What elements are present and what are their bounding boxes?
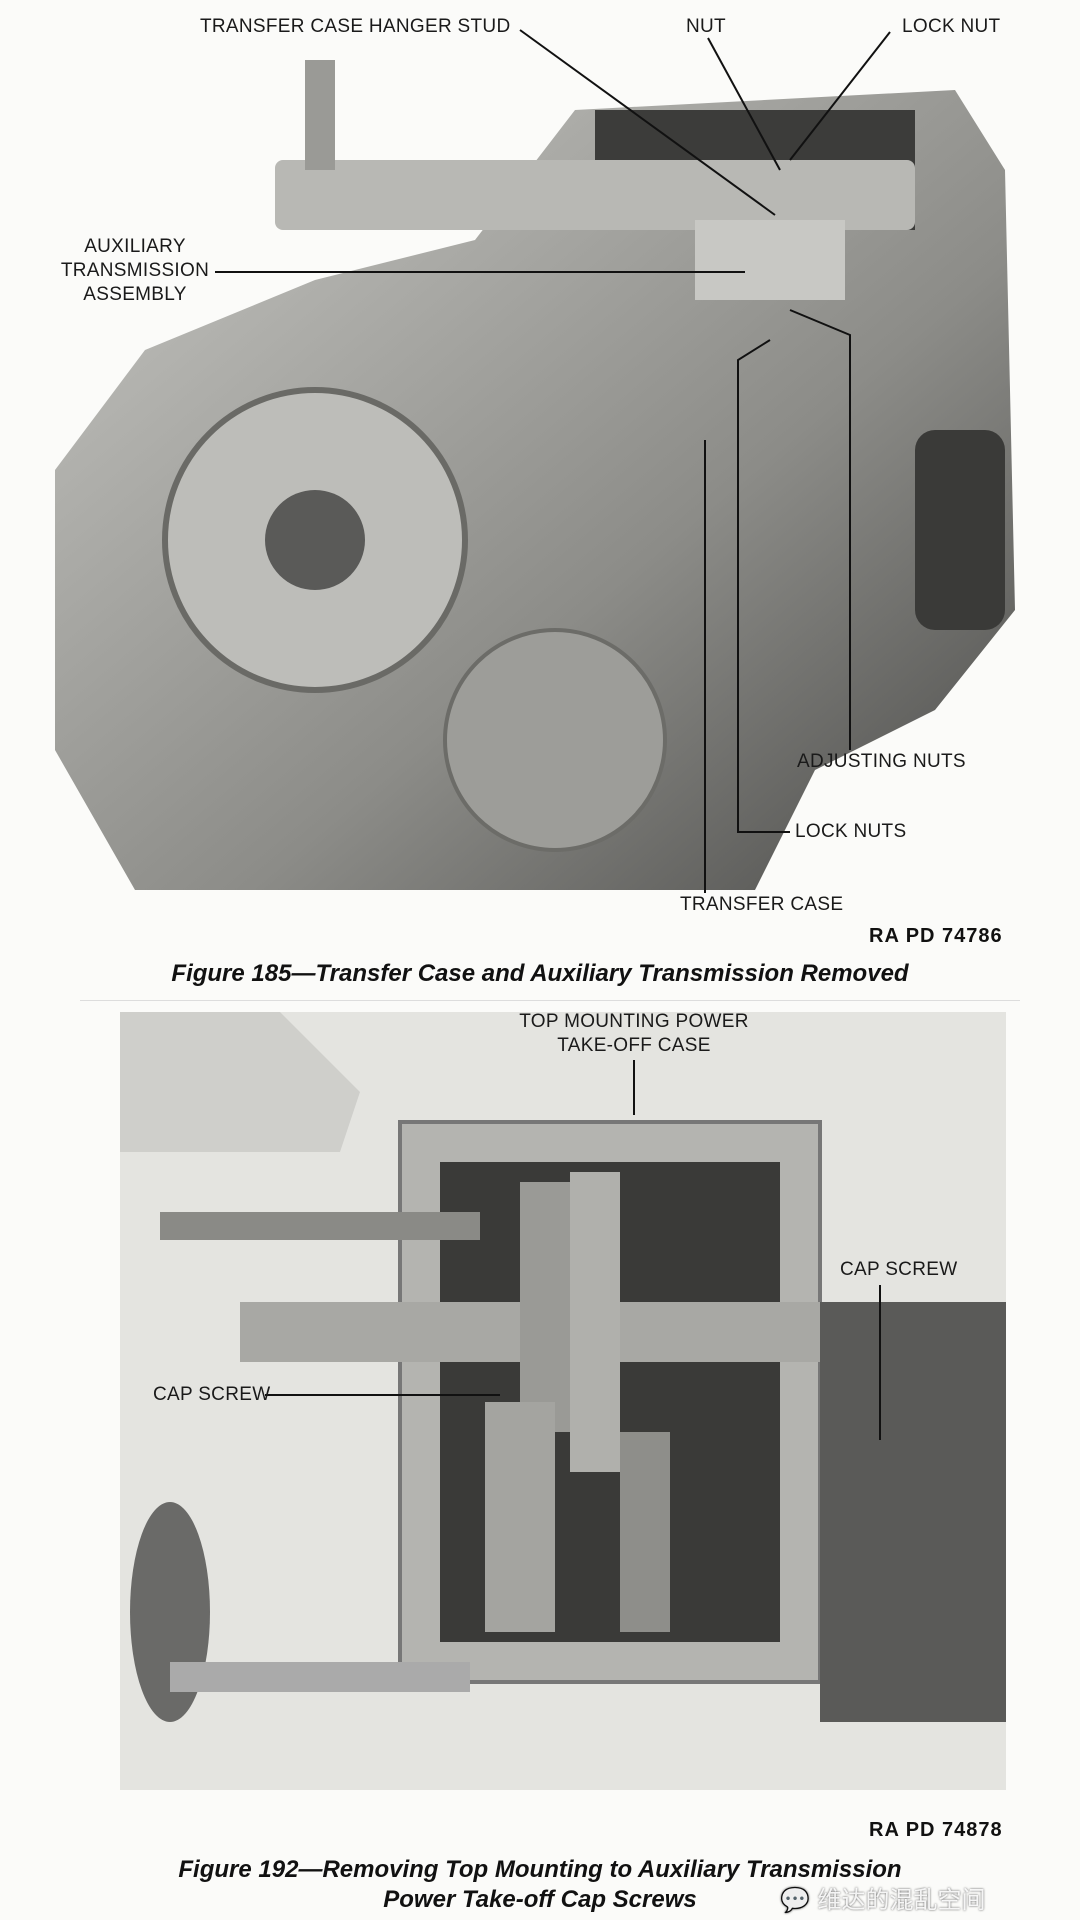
wechat-icon: 💬	[780, 1886, 810, 1914]
figure-192-caption-line2: Power Take-off Cap Screws	[383, 1886, 697, 1913]
label-line: TOP MOUNTING POWER	[519, 1011, 749, 1032]
label-cap-screw-right: CAP SCREW	[840, 1259, 958, 1280]
figure-192-code: RA PD 74878	[869, 1819, 1003, 1841]
figure-192-leader-lines	[265, 1060, 881, 1440]
figure-185-photo	[55, 60, 1015, 890]
label-nut: NUT	[686, 16, 726, 37]
label-transfer-case: TRANSFER CASE	[680, 894, 844, 915]
label-cap-screw-left: CAP SCREW	[153, 1384, 271, 1405]
label-line: TRANSMISSION	[60, 260, 210, 281]
figure-185-caption: Figure 185—Transfer Case and Auxiliary T…	[171, 960, 909, 987]
label-line: AUXILIARY	[84, 236, 186, 257]
divider	[80, 1000, 1020, 1001]
label-adjusting-nuts: ADJUSTING NUTS	[797, 751, 966, 772]
figure-185-leader-lines	[215, 29, 891, 893]
label-transfer-case-hanger-stud: TRANSFER CASE HANGER STUD	[200, 16, 511, 37]
label-auxiliary-transmission-assembly: AUXILIARY TRANSMISSION ASSEMBLY	[55, 235, 215, 307]
watermark-text: 维达的混乱空间	[817, 1886, 986, 1914]
figure-192-caption-line1: Figure 192—Removing Top Mounting to Auxi…	[178, 1856, 902, 1883]
label-top-mounting-power-take-off-case: TOP MOUNTING POWER TAKE-OFF CASE	[484, 1010, 784, 1058]
label-lock-nut: LOCK NUT	[902, 16, 1001, 37]
label-lock-nuts: LOCK NUTS	[795, 821, 907, 842]
watermark: 💬 维达的混乱空间	[780, 1886, 986, 1914]
figure-185-code: RA PD 74786	[869, 925, 1003, 947]
label-line: ASSEMBLY	[83, 284, 187, 305]
figure-192-photo	[120, 1012, 1006, 1790]
label-line: TAKE-OFF CASE	[557, 1035, 711, 1056]
